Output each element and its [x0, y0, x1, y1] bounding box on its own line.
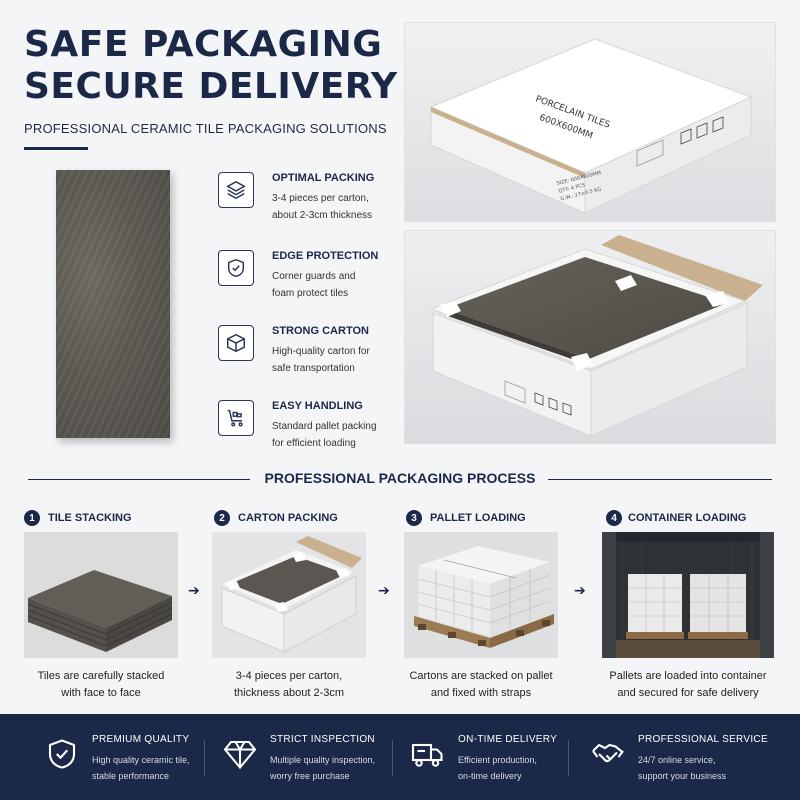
footer-title: PROFESSIONAL SERVICE — [638, 734, 768, 745]
footer-desc-line: 24/7 online service, — [638, 755, 716, 765]
layers-icon — [218, 172, 254, 208]
title-line-1: SAFE PACKAGING — [24, 24, 383, 65]
step-label: CONTAINER LOADING — [628, 512, 747, 524]
footer-desc-line: stable performance — [92, 771, 170, 781]
step-number: 1 — [24, 510, 40, 526]
footer-desc-line: Efficient production, — [458, 755, 537, 765]
process-title: PROFESSIONAL PACKAGING PROCESS — [264, 470, 536, 486]
feature-desc-line: 3-4 pieces per carton, — [272, 193, 369, 204]
tile-stacking-photo — [24, 532, 178, 658]
process-rule-left — [28, 479, 250, 480]
footer-divider — [568, 740, 569, 776]
process-rule-right — [548, 479, 772, 480]
footer-desc-line: High quality ceramic tile, — [92, 755, 190, 765]
title-divider — [24, 147, 88, 150]
page-subtitle: PROFESSIONAL CERAMIC TILE PACKAGING SOLU… — [24, 121, 387, 136]
step-description: 3-4 pieces per carton, thickness about 2… — [204, 668, 374, 702]
footer-description: Multiple quality inspection, worry free … — [270, 752, 410, 784]
truck-icon — [411, 743, 443, 767]
footer-title: STRICT INSPECTION — [270, 734, 375, 745]
step-desc-line: and secured for safe delivery — [617, 687, 759, 699]
title-line-2: SECURE DELIVERY — [24, 66, 398, 107]
footer-description: 24/7 online service, support your busine… — [638, 752, 778, 784]
feature-desc-line: safe transportation — [272, 363, 355, 374]
open-carton-photo — [404, 230, 776, 444]
feature-title: OPTIMAL PACKING — [272, 172, 375, 184]
step-number: 2 — [214, 510, 230, 526]
footer-divider — [392, 740, 393, 776]
footer-bar: PREMIUM QUALITY High quality ceramic til… — [0, 714, 800, 800]
footer-description: High quality ceramic tile, stable perfor… — [92, 752, 232, 784]
feature-desc-line: about 2-3cm thickness — [272, 210, 373, 221]
feature-description: Corner guards and foam protect tiles — [272, 268, 412, 302]
feature-desc-line: for efficient loading — [272, 438, 356, 449]
step-desc-line: thickness about 2-3cm — [233, 687, 345, 699]
step-description: Cartons are stacked on pallet and fixed … — [396, 668, 566, 702]
pallet-loading-photo — [404, 532, 558, 658]
feature-title: EASY HANDLING — [272, 400, 363, 412]
footer-description: Efficient production, on-time delivery — [458, 752, 598, 784]
footer-title: PREMIUM QUALITY — [92, 734, 190, 745]
step-desc-line: with face to face — [61, 687, 141, 699]
closed-carton-photo: PORCELAIN TILES 600X600MM SIZE: 600X600M… — [404, 22, 776, 222]
feature-description: 3-4 pieces per carton, about 2-3cm thick… — [272, 190, 412, 224]
page-title: SAFE PACKAGING SECURE DELIVERY — [24, 24, 398, 108]
feature-desc-line: foam protect tiles — [272, 288, 349, 299]
feature-easy-handling: EASY HANDLING Standard pallet packing fo… — [218, 400, 418, 460]
feature-optimal-packing: OPTIMAL PACKING 3-4 pieces per carton, a… — [218, 172, 418, 232]
handshake-icon — [592, 743, 624, 763]
step-number: 3 — [406, 510, 422, 526]
footer-desc-line: on-time delivery — [458, 771, 522, 781]
feature-strong-carton: STRONG CARTON High-quality carton for sa… — [218, 325, 418, 385]
shield-check-icon — [218, 250, 254, 286]
step-number: 4 — [606, 510, 622, 526]
step-desc-line: Cartons are stacked on pallet — [409, 670, 553, 682]
feature-description: High-quality carton for safe transportat… — [272, 343, 412, 377]
footer-desc-line: support your business — [638, 771, 727, 781]
diamond-icon — [223, 740, 257, 770]
step-desc-line: Tiles are carefully stacked — [37, 670, 165, 682]
arrow-right-icon: ➔ — [188, 582, 200, 598]
feature-edge-protection: EDGE PROTECTION Corner guards and foam p… — [218, 250, 418, 310]
footer-title: ON-TIME DELIVERY — [458, 734, 558, 745]
cart-icon — [218, 400, 254, 436]
feature-desc-line: Corner guards and — [272, 271, 356, 282]
container-loading-photo — [602, 532, 774, 658]
tile-sample-image — [56, 170, 170, 438]
footer-divider — [204, 740, 205, 776]
step-label: CARTON PACKING — [238, 512, 338, 524]
step-description: Pallets are loaded into container and se… — [600, 668, 776, 702]
step-label: TILE STACKING — [48, 512, 132, 524]
footer-desc-line: worry free purchase — [270, 771, 350, 781]
step-label: PALLET LOADING — [430, 512, 526, 524]
box-icon — [218, 325, 254, 361]
shield-check-icon — [48, 739, 76, 769]
step-description: Tiles are carefully stacked with face to… — [16, 668, 186, 702]
feature-title: STRONG CARTON — [272, 325, 369, 337]
arrow-right-icon: ➔ — [378, 582, 390, 598]
feature-title: EDGE PROTECTION — [272, 250, 379, 262]
carton-packing-photo — [212, 532, 366, 658]
feature-description: Standard pallet packing for efficient lo… — [272, 418, 412, 452]
step-desc-line: and fixed with straps — [430, 687, 532, 699]
footer-desc-line: Multiple quality inspection, — [270, 755, 376, 765]
step-desc-line: 3-4 pieces per carton, — [235, 670, 343, 682]
arrow-right-icon: ➔ — [574, 582, 586, 598]
feature-desc-line: Standard pallet packing — [272, 421, 377, 432]
feature-desc-line: High-quality carton for — [272, 346, 370, 357]
step-desc-line: Pallets are loaded into container — [609, 670, 767, 682]
